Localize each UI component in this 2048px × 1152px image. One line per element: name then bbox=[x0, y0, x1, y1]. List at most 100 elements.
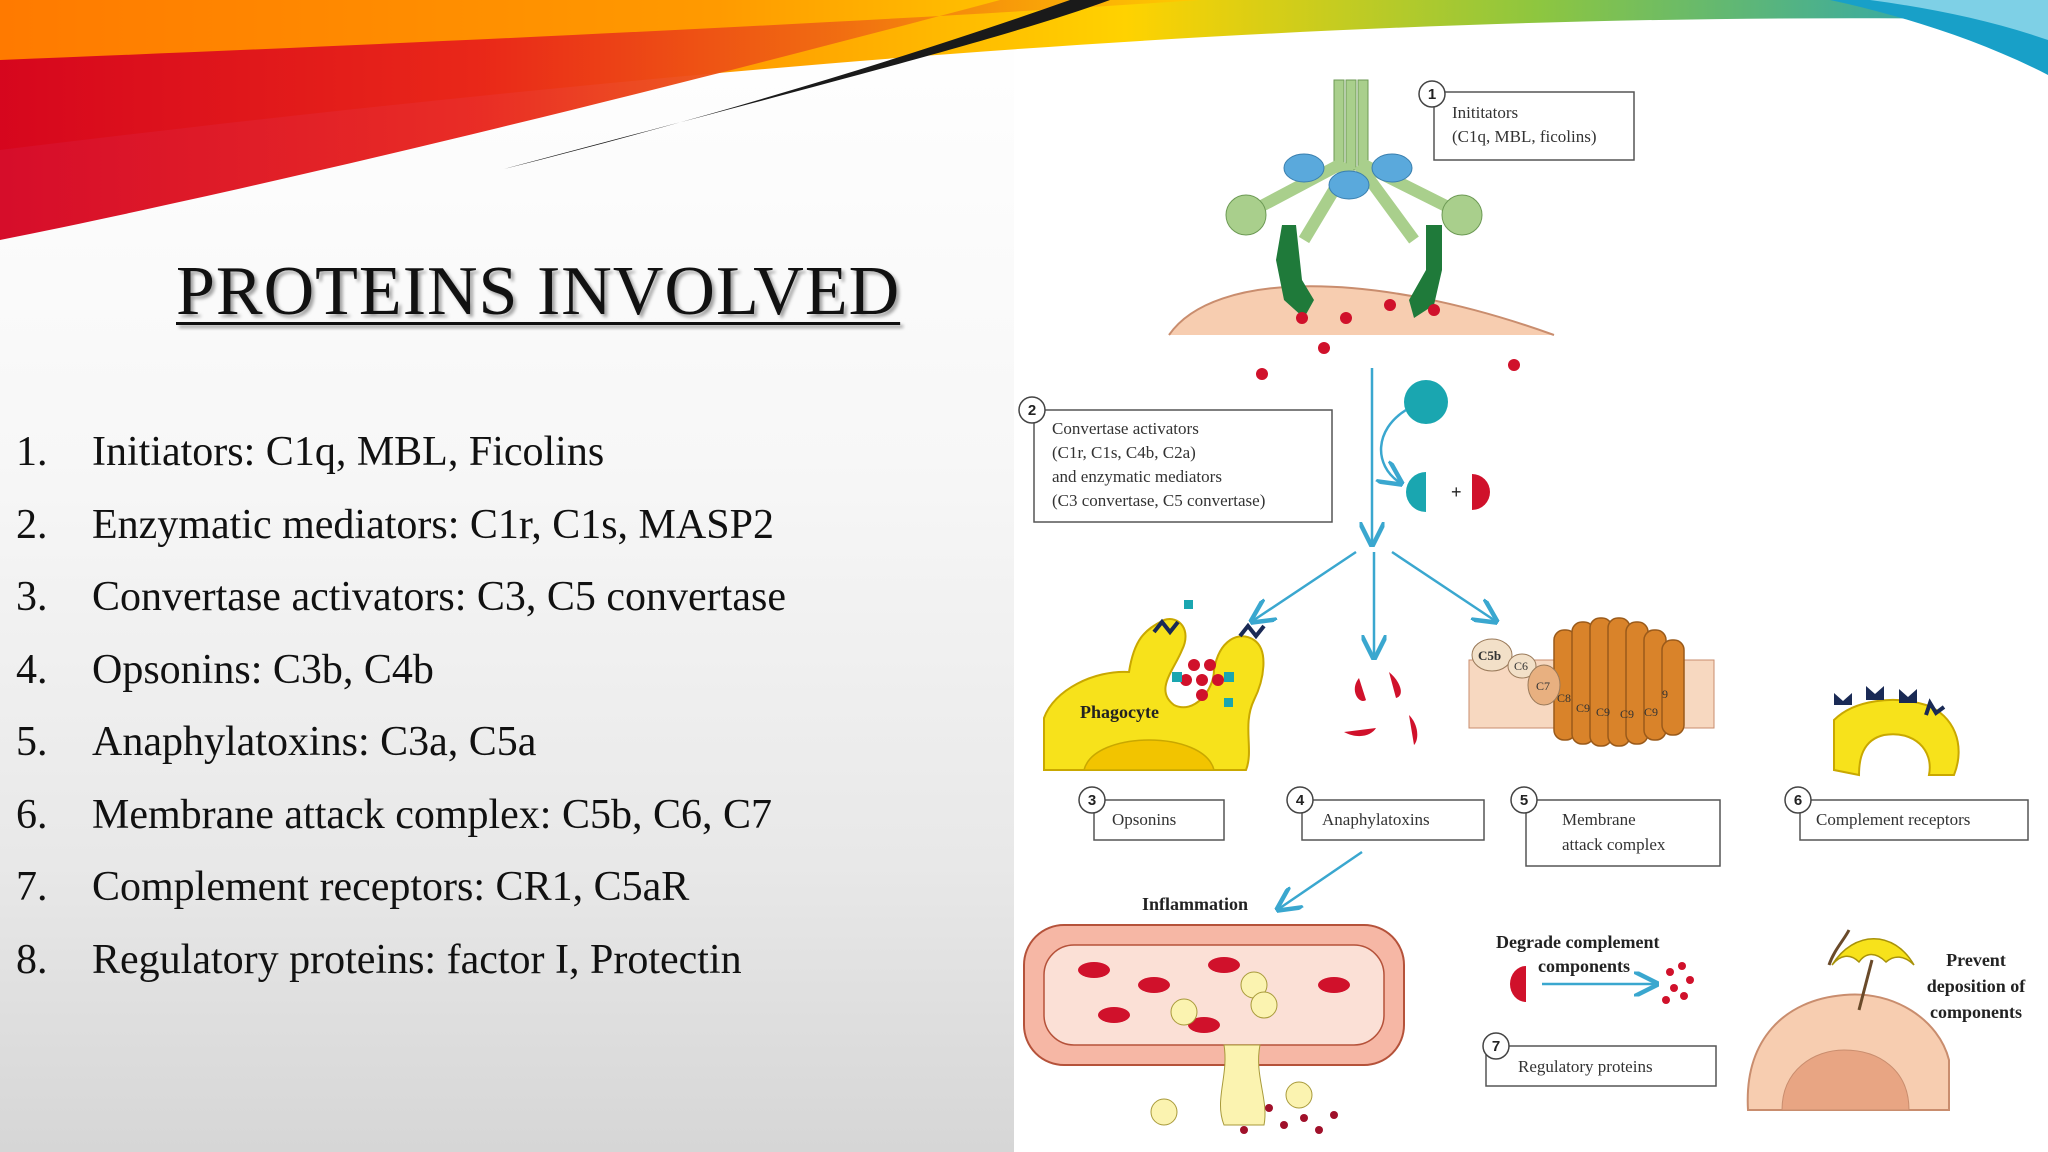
list-number: 2. bbox=[16, 501, 48, 548]
step2-line1: Convertase activators bbox=[1052, 419, 1199, 438]
mac-c6: C6 bbox=[1514, 659, 1528, 673]
step6-number: 6 bbox=[1794, 792, 1802, 809]
step2-box bbox=[1033, 409, 1333, 523]
phagocyte-illustration bbox=[1043, 600, 1266, 771]
list-text: Initiators: C1q, MBL, Ficolins bbox=[92, 429, 605, 475]
step6-box bbox=[1799, 799, 2029, 841]
degrade-line1: Degrade complement bbox=[1496, 932, 1659, 952]
step3-label: Opsonins bbox=[1112, 810, 1176, 829]
inflammation-label: Inflammation bbox=[1142, 894, 1248, 914]
step6-label: Complement receptors bbox=[1816, 810, 1970, 829]
list-text: Membrane attack complex: C5b, C6, C7 bbox=[92, 791, 773, 838]
prevent-line2: deposition of bbox=[1927, 976, 2027, 996]
list-text: Convertase activators: C3, C5 convertase bbox=[92, 574, 786, 620]
list-number: 8. bbox=[16, 936, 48, 983]
list-number: 1. bbox=[16, 429, 48, 475]
cell-membrane-top bbox=[1168, 285, 1555, 336]
step3-badge bbox=[1078, 786, 1106, 814]
step3-number: 3 bbox=[1088, 792, 1096, 809]
banner-stripe-orange bbox=[0, 0, 2048, 150]
step6-badge bbox=[1784, 786, 1812, 814]
branch-arrow-right bbox=[1391, 550, 1494, 620]
mac-c9: C9 bbox=[1576, 701, 1590, 715]
prevent-line3: components bbox=[1930, 1002, 2022, 1022]
mac-c9: C9 bbox=[1620, 707, 1634, 721]
c3b-fragment bbox=[1406, 472, 1426, 512]
mac-illustration bbox=[1468, 617, 1715, 747]
inflammation-arrow bbox=[1280, 850, 1363, 908]
protein-list: 1. Initiators: C1q, MBL, Ficolins 2. Enzym… bbox=[0, 428, 786, 1008]
branch-arrow-left bbox=[1254, 550, 1357, 620]
rainbow-banner bbox=[0, 0, 2048, 240]
list-number: 3. bbox=[16, 574, 48, 620]
protected-cell-illustration bbox=[1746, 929, 1950, 1111]
list-text: Enzymatic mediators: C1r, C1s, MASP2 bbox=[92, 501, 774, 548]
degraded-fragments bbox=[1662, 962, 1694, 1004]
step5-line1: Membrane bbox=[1562, 810, 1636, 829]
degrade-line2: components bbox=[1538, 956, 1630, 976]
step7-box bbox=[1485, 1045, 1717, 1087]
step4-label: Anaphylatoxins bbox=[1322, 810, 1430, 829]
step5-badge bbox=[1510, 786, 1538, 814]
c3-molecule bbox=[1404, 380, 1448, 424]
cleave-arrow bbox=[1381, 408, 1406, 482]
step2-line3: and enzymatic mediators bbox=[1052, 467, 1222, 486]
mac-c8: C8 bbox=[1557, 691, 1571, 705]
antibody-right bbox=[1409, 225, 1442, 318]
list-item: 2. Enzymatic mediators: C1r, C1s, MASP2 bbox=[0, 501, 786, 574]
step5-number: 5 bbox=[1520, 792, 1528, 809]
blood-vessel-illustration bbox=[1023, 924, 1405, 1134]
list-item: 5. Anaphylatoxins: C3a, C5a bbox=[0, 718, 786, 791]
step1-line2: (C1q, MBL, ficolins) bbox=[1452, 127, 1597, 146]
list-item: 3. Convertase activators: C3, C5 converta… bbox=[0, 573, 786, 646]
list-number: 4. bbox=[16, 646, 48, 693]
banner-stripe-teal-light bbox=[1870, 0, 2048, 40]
list-text: Complement receptors: CR1, C5aR bbox=[92, 864, 690, 910]
slide-title: PROTEINS INVOLVED bbox=[176, 253, 901, 330]
step7-number: 7 bbox=[1492, 1038, 1500, 1055]
mac-c9: C9 bbox=[1644, 705, 1658, 719]
mac-c7: C7 bbox=[1536, 679, 1550, 693]
intact-component bbox=[1510, 966, 1526, 1002]
list-text: Opsonins: C3b, C4b bbox=[92, 646, 434, 693]
list-item: 6. Membrane attack complex: C5b, C6, C7 bbox=[0, 791, 786, 864]
step5-line2: attack complex bbox=[1562, 835, 1666, 854]
step1-number: 1 bbox=[1428, 86, 1436, 103]
banner-stripe-dark bbox=[500, 0, 1110, 170]
step1-box bbox=[1433, 91, 1635, 161]
step3-box bbox=[1093, 799, 1225, 841]
complement-receptor-illustration bbox=[1833, 686, 1960, 777]
list-item: 1. Initiators: C1q, MBL, Ficolins bbox=[0, 428, 786, 501]
list-text: Regulatory proteins: factor I, Protectin bbox=[92, 936, 742, 983]
list-number: 5. bbox=[16, 719, 48, 765]
step2-line2: (C1r, C1s, C4b, C2a) bbox=[1052, 443, 1196, 462]
step1-line1: Inititators bbox=[1452, 103, 1518, 122]
step2-badge bbox=[1018, 396, 1046, 424]
mac-c9: C9 bbox=[1596, 705, 1610, 719]
step7-badge bbox=[1482, 1032, 1510, 1060]
step2-number: 2 bbox=[1028, 402, 1036, 419]
step4-badge bbox=[1286, 786, 1314, 814]
list-item: 7. Complement receptors: CR1, C5aR bbox=[0, 863, 786, 936]
step5-box bbox=[1525, 799, 1721, 867]
step1-badge bbox=[1418, 80, 1446, 108]
list-number: 6. bbox=[16, 791, 48, 838]
list-item: 8. Regulatory proteins: factor I, Protect… bbox=[0, 936, 786, 1009]
c3a-fragment bbox=[1472, 474, 1490, 510]
anaphylatoxin-fragments bbox=[1344, 672, 1418, 745]
banner-stripe-red bbox=[0, 0, 1200, 240]
complement-diagram: 1 Inititators (C1q, MBL, ficolins) 2 Con… bbox=[1018, 79, 2029, 1134]
list-number: 7. bbox=[16, 864, 48, 910]
step7-label: Regulatory proteins bbox=[1518, 1057, 1653, 1076]
mac-c9-short: 9 bbox=[1662, 687, 1668, 701]
phagocyte-label: Phagocyte bbox=[1080, 702, 1159, 722]
umbrella-icon bbox=[1831, 938, 1915, 966]
mac-c5b: C5b bbox=[1478, 648, 1501, 663]
step4-box bbox=[1301, 799, 1485, 841]
plus-sign: + bbox=[1451, 482, 1462, 502]
step2-line4: (C3 convertase, C5 convertase) bbox=[1052, 491, 1265, 510]
initiator-illustration bbox=[1168, 79, 1555, 336]
prevent-line1: Prevent bbox=[1946, 950, 2006, 970]
list-text: Anaphylatoxins: C3a, C5a bbox=[92, 719, 537, 765]
